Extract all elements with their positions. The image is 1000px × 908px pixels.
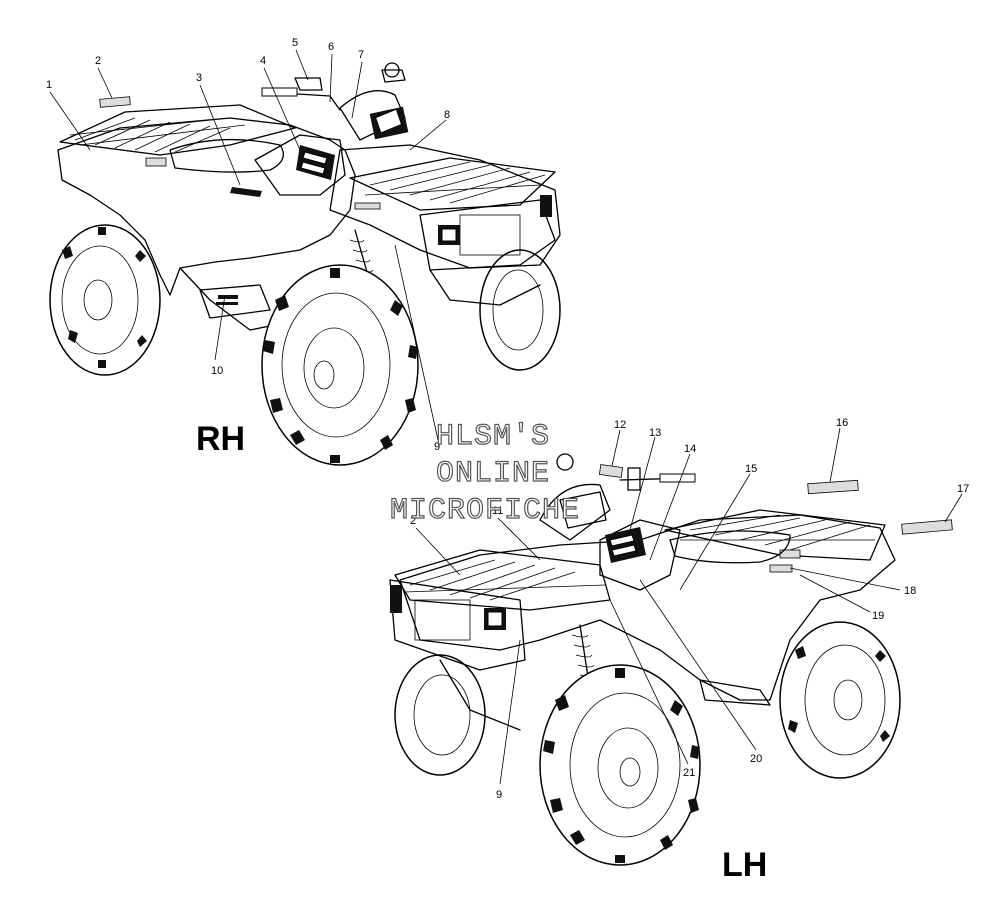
callout-lh-18: 18 <box>904 585 916 597</box>
rh-front-rack <box>349 157 556 211</box>
callout-rh-7: 7 <box>358 49 364 61</box>
callout-rh-3: 3 <box>196 72 202 84</box>
lh-callouts: 2 9 11 12 13 14 15 16 17 18 19 20 21 <box>410 417 969 801</box>
rh-rear-rack <box>59 104 296 167</box>
callout-rh-6: 6 <box>328 41 334 53</box>
callout-rh-1: 1 <box>46 79 52 91</box>
lh-leader-lines <box>415 427 963 785</box>
callout-lh-14: 14 <box>684 443 696 455</box>
rh-model-decal <box>296 145 335 180</box>
rh-atv-illustration <box>49 49 561 466</box>
callout-lh-12: 12 <box>614 419 626 431</box>
callout-rh-8: 8 <box>444 109 450 121</box>
lh-rear-decal-tag <box>901 519 953 535</box>
callout-rh-10: 10 <box>211 365 223 377</box>
lh-atv-illustration <box>389 427 963 866</box>
callout-lh-19: 19 <box>872 610 884 622</box>
lh-front-wheel <box>539 664 701 866</box>
lh-far-front-wheel <box>394 654 486 776</box>
callout-lh-21: 21 <box>683 767 695 779</box>
callout-rh-9: 9 <box>434 441 440 453</box>
callout-rh-2: 2 <box>95 55 101 67</box>
rh-rear-decal-tag <box>99 96 131 108</box>
callout-rh-4: 4 <box>260 55 266 67</box>
rh-leader-lines <box>49 49 447 441</box>
callout-rh-5: 5 <box>292 37 298 49</box>
lh-front-grille <box>389 579 526 671</box>
lh-handlebar-decal-tag <box>598 464 624 478</box>
rh-rear-right-wheel <box>479 249 561 371</box>
rh-front-grille <box>419 195 556 271</box>
callout-lh-13: 13 <box>649 427 661 439</box>
callout-lh-20: 20 <box>750 753 762 765</box>
rh-rear-wheel <box>49 224 161 376</box>
callout-lh-15: 15 <box>745 463 757 475</box>
lh-view-label: LH <box>722 846 767 884</box>
lh-rack-decal-tag <box>807 479 859 495</box>
rh-view-label: RH <box>196 420 245 458</box>
callout-lh-17: 17 <box>957 483 969 495</box>
callout-lh-9: 9 <box>496 789 502 801</box>
watermark-line-2: ONLINE <box>436 457 550 491</box>
watermark-line-1: HLSM'S <box>436 420 550 454</box>
lh-model-decal <box>605 527 646 563</box>
rh-callouts: 1 2 3 4 5 6 7 8 9 10 <box>46 37 450 453</box>
lh-fender-decal <box>769 564 793 573</box>
lh-rear-wheel <box>779 621 901 779</box>
rh-front-wheel <box>261 264 419 466</box>
watermark: HLSM'S ONLINE MICROFICHE <box>389 419 580 528</box>
callout-lh-2: 2 <box>410 515 416 527</box>
rh-front-fender-decal <box>354 202 381 210</box>
callout-lh-16: 16 <box>836 417 848 429</box>
callout-lh-11: 11 <box>492 505 503 517</box>
lh-rear-rack <box>664 509 886 561</box>
watermark-line-3: MICROFICHE <box>390 494 580 528</box>
lh-front-rack <box>394 549 611 611</box>
